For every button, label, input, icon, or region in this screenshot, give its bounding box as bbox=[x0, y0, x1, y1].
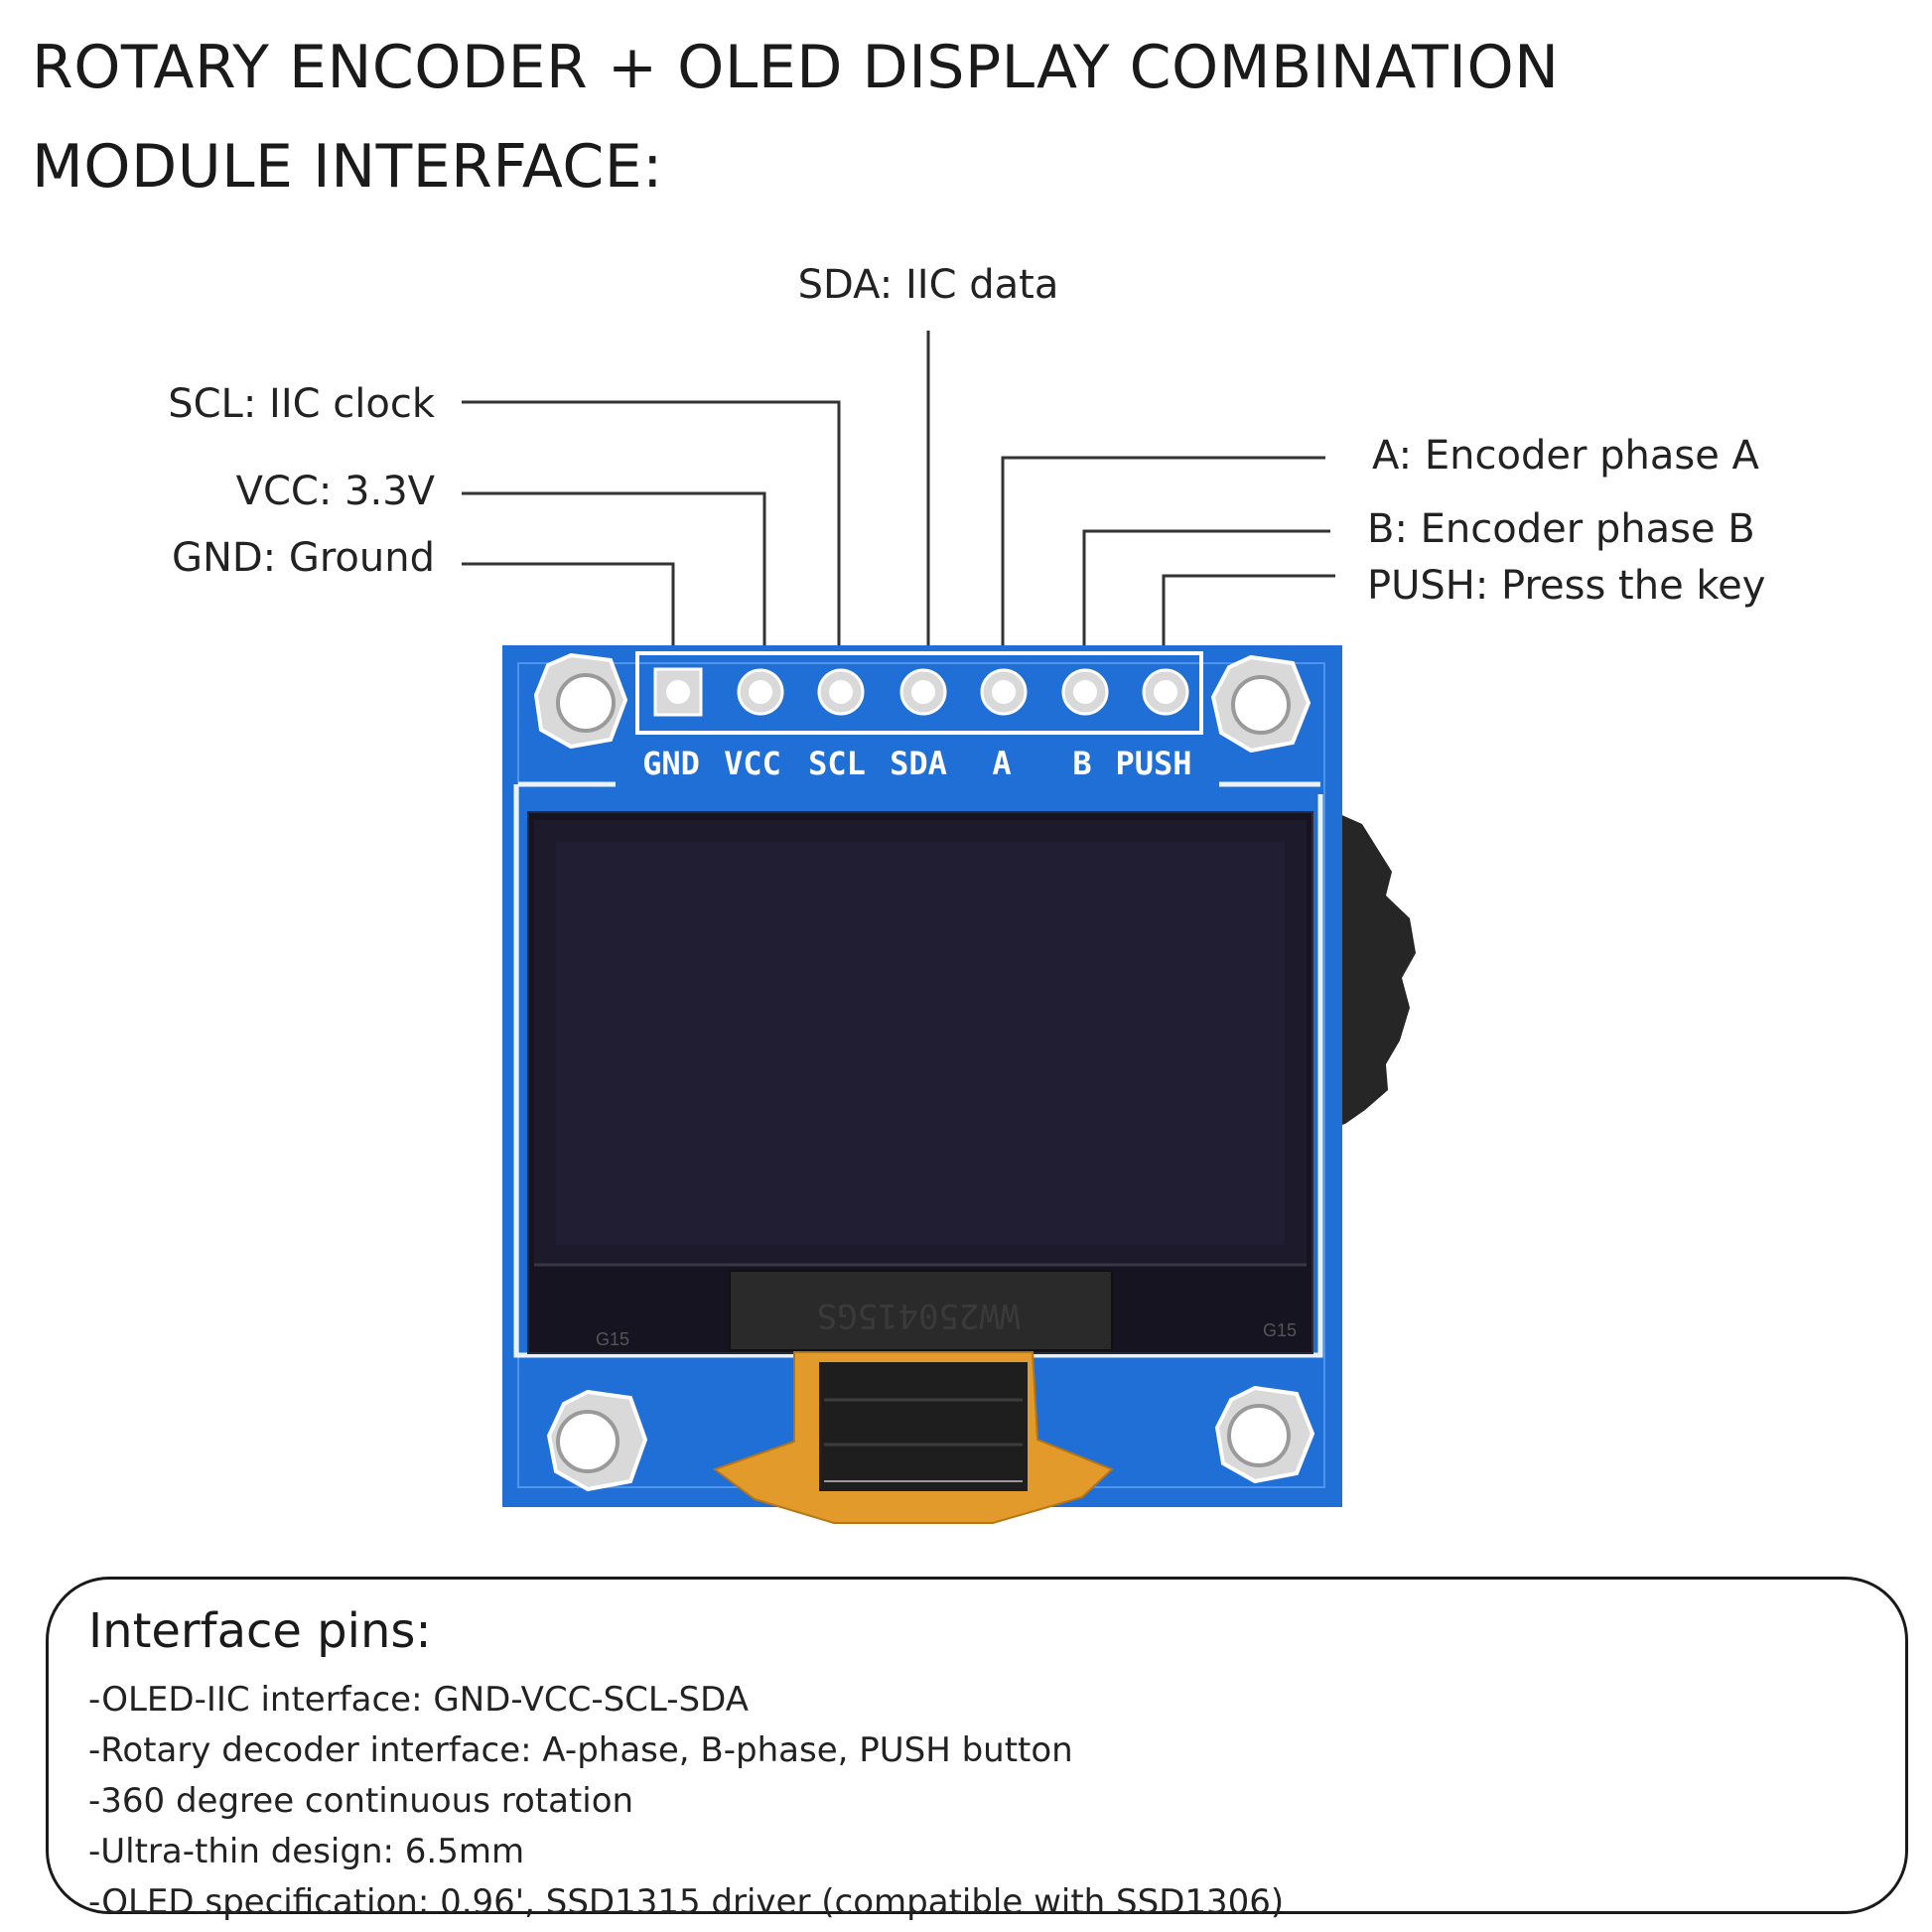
interface-pins-box: Interface pins: -OLED-IIC interface: GND… bbox=[46, 1577, 1908, 1922]
page-title-line-2: MODULE INTERFACE: bbox=[32, 132, 663, 202]
callout-sda: SDA: IIC data bbox=[798, 262, 1059, 308]
pin-label-sda: SDA bbox=[890, 745, 947, 782]
pin-labels: GND VCC SCL SDA A B PUSH bbox=[642, 745, 1191, 782]
pin-label-scl: SCL bbox=[808, 745, 866, 782]
leader-line-b bbox=[1082, 529, 1330, 685]
list-item: -OLED specification: 0.96', SSD1315 driv… bbox=[88, 1882, 1285, 1922]
callout-scl: SCL: IIC clock bbox=[168, 381, 436, 427]
interface-pins-list: -OLED-IIC interface: GND-VCC-SCL-SDA -Ro… bbox=[88, 1675, 1865, 1928]
callout-gnd: GND: Ground bbox=[172, 535, 435, 581]
leader-line-gnd bbox=[462, 562, 675, 685]
callout-vcc: VCC: 3.3V bbox=[236, 469, 436, 514]
mounting-holes bbox=[533, 652, 1315, 1492]
callout-b: B: Encoder phase B bbox=[1367, 506, 1755, 552]
pin-label-push: PUSH bbox=[1115, 745, 1191, 782]
leader-line-vcc bbox=[462, 491, 766, 685]
interface-pins-heading: Interface pins: bbox=[88, 1603, 432, 1659]
list-item: -Ultra-thin design: 6.5mm bbox=[88, 1832, 525, 1871]
module-diagram: SDA: IIC data SCL: IIC clock VCC: 3.3V G… bbox=[168, 262, 1765, 1524]
rotary-knob bbox=[1335, 812, 1416, 1127]
driver-ic-strip bbox=[729, 1270, 1113, 1351]
callout-push: PUSH: Press the key bbox=[1367, 563, 1765, 609]
list-item: -360 degree continuous rotation bbox=[88, 1781, 634, 1821]
pin-header-frame bbox=[635, 651, 1203, 735]
corner-tag-left: G15 bbox=[596, 1329, 629, 1349]
page-title: ROTARY ENCODER + OLED DISPLAY COMBINATIO… bbox=[32, 18, 1560, 216]
list-item: -Rotary decoder interface: A-phase, B-ph… bbox=[88, 1730, 1073, 1770]
leader-line-a bbox=[1001, 456, 1325, 685]
pin-label-a: A bbox=[992, 745, 1011, 782]
callout-a: A: Encoder phase A bbox=[1372, 433, 1760, 479]
pin-label-gnd: GND bbox=[642, 745, 700, 782]
fpc-marking: WW250415GS bbox=[817, 1296, 1021, 1335]
pin-label-b: B bbox=[1072, 745, 1091, 782]
list-item: -OLED-IIC interface: GND-VCC-SCL-SDA bbox=[88, 1680, 749, 1720]
pin-pads bbox=[653, 667, 1189, 717]
pin-label-vcc: VCC bbox=[724, 745, 781, 782]
corner-tag-right: G15 bbox=[1263, 1320, 1297, 1340]
leader-line-scl bbox=[462, 400, 841, 685]
page-title-line-1: ROTARY ENCODER + OLED DISPLAY COMBINATIO… bbox=[32, 33, 1560, 102]
